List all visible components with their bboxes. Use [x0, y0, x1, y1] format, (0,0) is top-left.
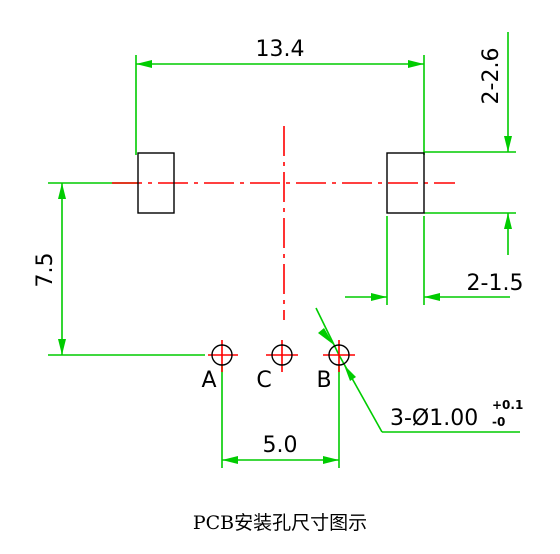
- dimension-lines: [48, 32, 520, 468]
- right-pad: [386, 152, 425, 214]
- centerlines: [112, 126, 455, 372]
- dim-pad-height: 2-2.6: [479, 48, 504, 105]
- pin-label-b: B: [316, 368, 331, 393]
- component-outlines: [137, 152, 425, 366]
- dim-overall-width: 13.4: [256, 37, 305, 62]
- hole-callout: 3-Ø1.00: [390, 406, 478, 431]
- hole-tolerance-lower: -0: [492, 415, 505, 429]
- dim-pin-spacing: 5.0: [263, 433, 298, 458]
- pin-label-c: C: [256, 368, 271, 393]
- hole-tolerance-upper: +0.1: [492, 398, 523, 412]
- hole-c: [271, 344, 293, 366]
- hole-a: [211, 344, 233, 366]
- hole-b: [328, 344, 350, 366]
- dimension-arrows: [58, 60, 512, 464]
- pin-label-a: A: [201, 368, 216, 393]
- dim-vertical-offset: 7.5: [33, 253, 58, 288]
- left-pad: [137, 152, 175, 214]
- diagram-caption: PCB安装孔尺寸图示: [192, 512, 368, 534]
- dim-pad-width: 2-1.5: [467, 271, 524, 296]
